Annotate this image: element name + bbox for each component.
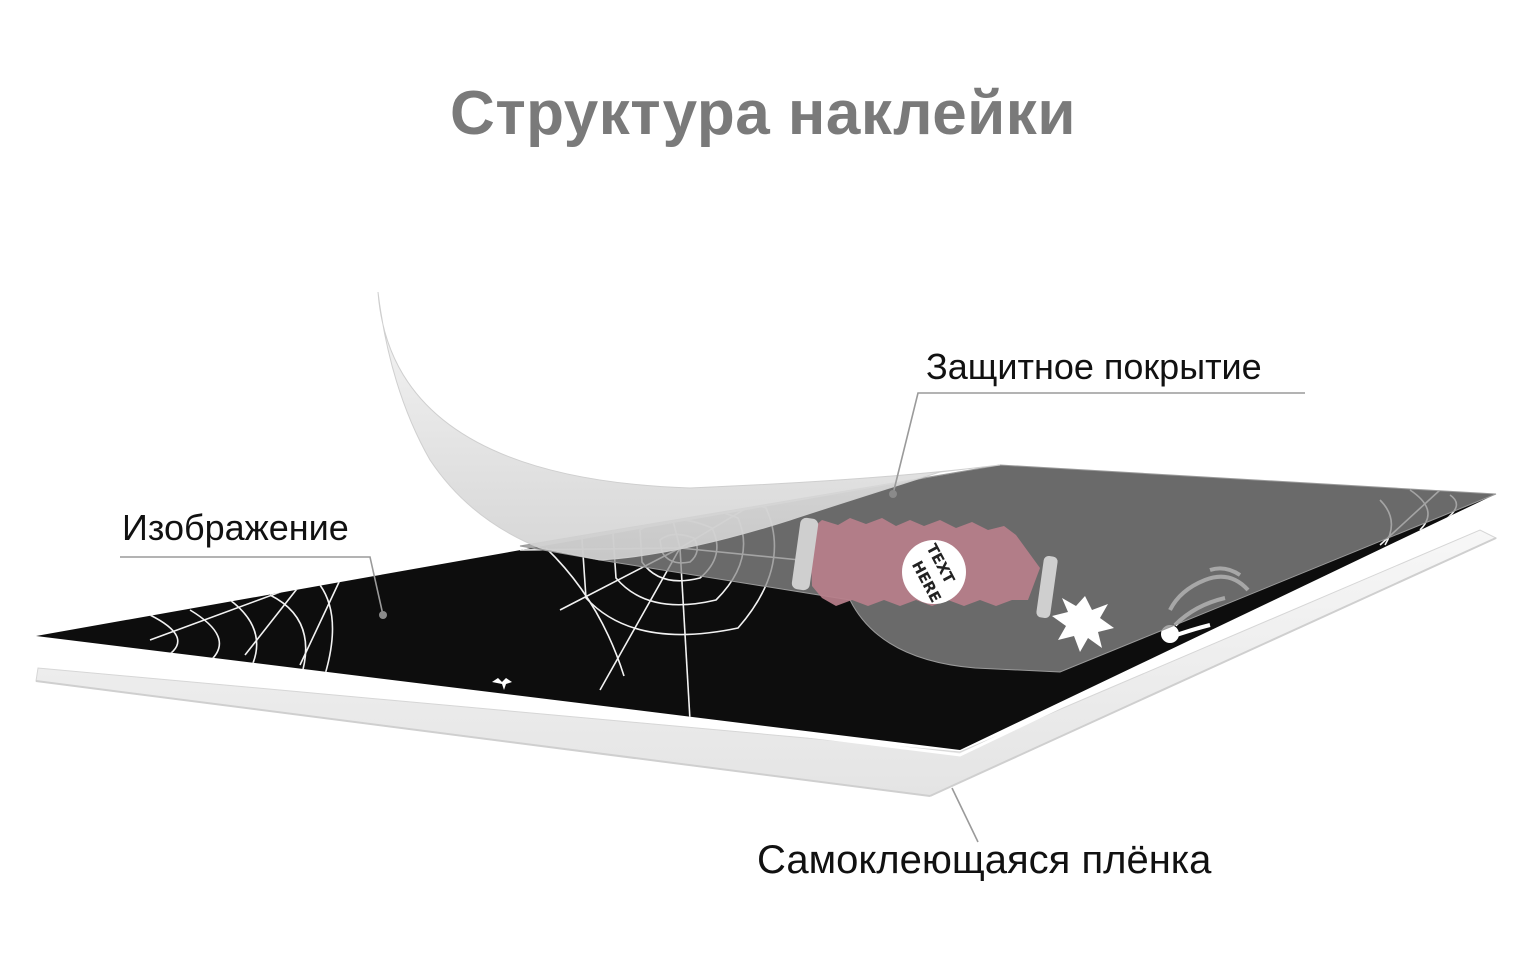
film-label: Самоклеющаяся плёнка [757, 838, 1212, 882]
film-leader-line [951, 787, 979, 843]
bat-icon [492, 678, 512, 690]
coating-leader-dot [889, 490, 897, 498]
film-layer-edge [35, 680, 931, 797]
image-leader-dot [379, 611, 387, 619]
coating-label: Защитное покрытие [926, 346, 1262, 387]
image-leader-line [120, 556, 384, 616]
coating-peel [377, 291, 1001, 561]
coating-leader-line [892, 392, 1305, 495]
spark-icon [1052, 596, 1114, 652]
diagram-title: Структура наклейки [450, 79, 1076, 148]
image-layer-rim [35, 496, 1497, 757]
candy-illustration: TEXT HERE [791, 517, 1114, 652]
text-badge [902, 540, 966, 604]
image-label: Изображение [122, 507, 349, 548]
film-layer-edge [929, 537, 1497, 797]
